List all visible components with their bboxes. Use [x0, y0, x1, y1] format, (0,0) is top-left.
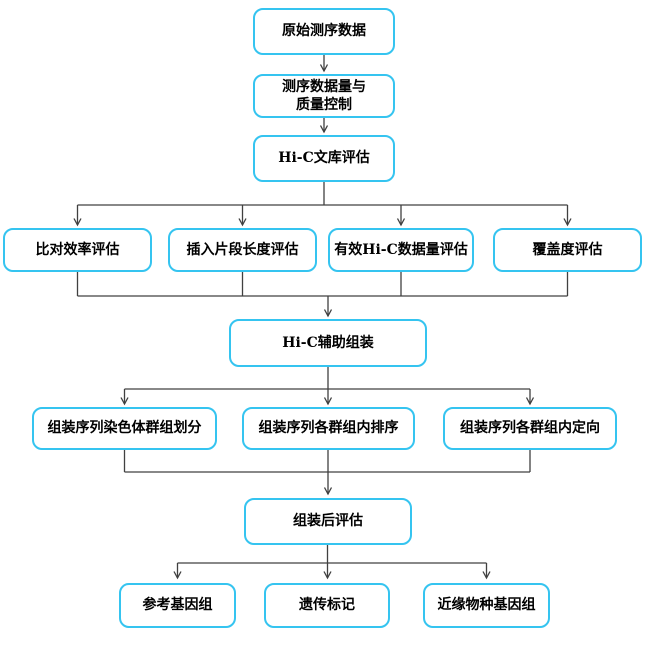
node-related-species-genome: 近缘物种基因组 — [423, 583, 550, 628]
merge-evaluations-to-assembly — [76, 272, 569, 318]
node-hic-library-evaluation: Hi-C文库评估 — [253, 135, 395, 182]
node-raw-sequencing-data: 原始测序数据 — [253, 8, 395, 55]
node-assembly-intra-group-orientation: 组装序列各群组内定向 — [443, 407, 617, 450]
node-assembly-intra-group-ordering: 组装序列各群组内排序 — [242, 407, 415, 450]
node-hic-assisted-assembly: Hi-C辅助组装 — [229, 319, 427, 367]
node-post-assembly-evaluation: 组装后评估 — [244, 498, 412, 545]
branch-post-evaluation-to-references — [173, 545, 491, 580]
node-insert-fragment-length-evaluation: 插入片段长度评估 — [168, 228, 317, 272]
node-genetic-markers: 遗传标记 — [264, 583, 390, 628]
branch-library-to-evaluations — [73, 182, 572, 227]
node-alignment-efficiency-evaluation: 比对效率评估 — [3, 228, 152, 272]
node-coverage-evaluation: 覆盖度评估 — [493, 228, 642, 272]
branch-assembly-to-steps — [120, 367, 535, 406]
node-assembly-chromosome-grouping: 组装序列染色体群组划分 — [32, 407, 217, 450]
node-sequencing-data-quality-control: 测序数据量与 质量控制 — [253, 74, 395, 118]
node-reference-genome: 参考基因组 — [119, 583, 236, 628]
merge-steps-to-post-evaluation — [123, 450, 531, 496]
node-effective-hic-data-evaluation: 有效Hi-C数据量评估 — [328, 228, 474, 272]
